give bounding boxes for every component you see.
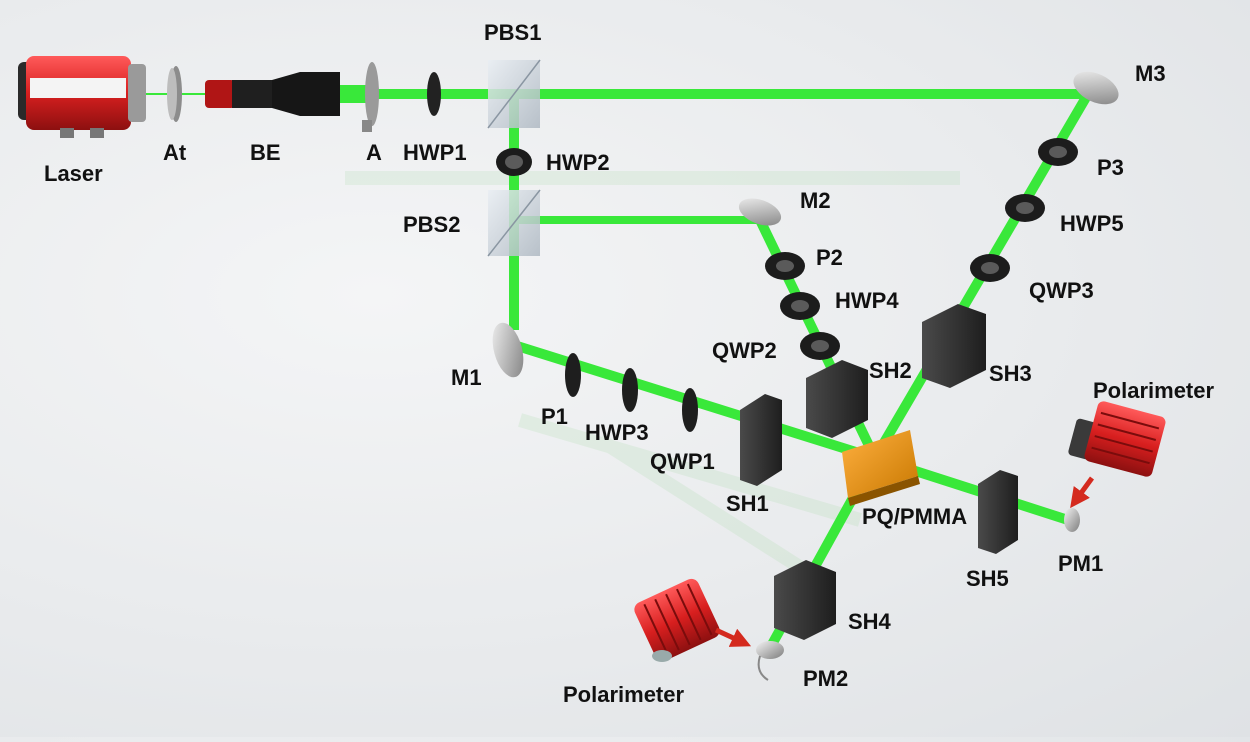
shutter-sh4 xyxy=(774,560,836,640)
qwp1-optic xyxy=(682,388,698,432)
hwp1-optic xyxy=(427,72,441,116)
label-hwp5: HWP5 xyxy=(1060,211,1124,236)
mirror-m2 xyxy=(738,198,782,226)
label-pm1: PM1 xyxy=(1058,551,1103,576)
label-pbs1: PBS1 xyxy=(484,20,541,45)
label-qwp1: QWP1 xyxy=(650,449,715,474)
shutters xyxy=(740,304,1018,640)
label-hwp2: HWP2 xyxy=(546,150,610,175)
arrow-polarimeter-to-pm2 xyxy=(714,627,752,647)
label-pm2: PM2 xyxy=(803,666,848,691)
shutter-sh1 xyxy=(740,394,782,486)
label-polarimeter-top: Polarimeter xyxy=(1093,378,1214,403)
label-sh2: SH2 xyxy=(869,358,912,383)
label-at: At xyxy=(163,140,187,165)
pbs2-cube xyxy=(487,189,541,257)
polarimeter-bottom-device xyxy=(634,578,720,662)
label-m2: M2 xyxy=(800,188,831,213)
power-meter-pm2 xyxy=(756,641,784,681)
label-p1: P1 xyxy=(541,404,568,429)
laser-device xyxy=(18,56,146,138)
shutter-sh2 xyxy=(806,360,868,438)
label-laser: Laser xyxy=(44,161,103,186)
branch2-optics xyxy=(765,252,840,360)
label-hwp1: HWP1 xyxy=(403,140,467,165)
arrow-polarimeter-to-pm1 xyxy=(1070,476,1095,509)
label-p3: P3 xyxy=(1097,155,1124,180)
beam-expander xyxy=(205,72,340,116)
label-be: BE xyxy=(250,140,281,165)
shutter-sh3 xyxy=(922,304,986,388)
mirror-m3 xyxy=(1073,71,1119,105)
label-sh5: SH5 xyxy=(966,566,1009,591)
polarimeter-arrows xyxy=(714,476,1095,647)
label-pbs2: PBS2 xyxy=(403,212,460,237)
label-a: A xyxy=(366,140,382,165)
sample-pq-pmma xyxy=(842,430,920,506)
label-hwp3: HWP3 xyxy=(585,420,649,445)
label-qwp2: QWP2 xyxy=(712,338,777,363)
label-m1: M1 xyxy=(451,365,482,390)
shutter-sh5 xyxy=(978,470,1018,554)
pbs1-cube xyxy=(487,59,541,129)
hwp3-optic xyxy=(622,368,638,412)
power-meter-pm1 xyxy=(1064,508,1080,532)
label-sh1: SH1 xyxy=(726,491,769,516)
label-polarimeter-bottom: Polarimeter xyxy=(563,682,684,707)
attenuator xyxy=(167,66,182,122)
label-sample: PQ/PMMA xyxy=(862,504,967,529)
p1-optic xyxy=(565,353,581,397)
label-hwp4: HWP4 xyxy=(835,288,899,313)
label-p2: P2 xyxy=(816,245,843,270)
hwp2-optic xyxy=(496,148,532,176)
polarimeter-top-device xyxy=(1068,401,1166,477)
mirror-m1 xyxy=(492,322,524,378)
component-labels: Laser At BE A HWP1 PBS1 HWP2 PBS2 M1 M2 … xyxy=(44,20,1214,707)
shadow-reflections xyxy=(345,171,960,586)
label-m3: M3 xyxy=(1135,61,1166,86)
label-sh3: SH3 xyxy=(989,361,1032,386)
branch3-optics xyxy=(970,138,1078,282)
branch1-optics xyxy=(565,353,698,432)
aperture xyxy=(362,62,379,132)
label-qwp3: QWP3 xyxy=(1029,278,1094,303)
label-sh4: SH4 xyxy=(848,609,892,634)
